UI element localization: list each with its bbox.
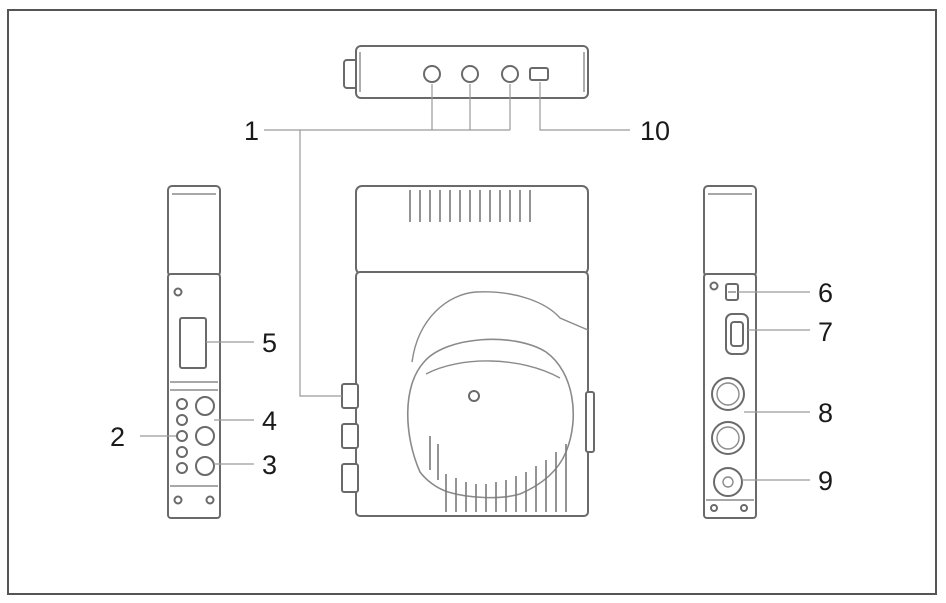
top-view: [343, 45, 589, 99]
diagram-frame: [7, 9, 937, 595]
antenna-port-icon: [461, 65, 479, 83]
mount-screw-icon: [468, 390, 480, 402]
antenna-port-icon: [501, 65, 519, 83]
callout-5: 5: [262, 328, 277, 358]
callout-9: 9: [818, 466, 833, 496]
button-icon: [195, 426, 215, 446]
right-side-view: [703, 185, 757, 519]
leader-lines: [140, 82, 810, 481]
button-icon: [195, 456, 215, 476]
callout-3: 3: [262, 450, 277, 480]
callout-2: 2: [110, 422, 125, 452]
display-screen-icon: [179, 317, 207, 369]
antenna-port-icon: [423, 65, 441, 83]
usb-port-icon: [529, 67, 549, 81]
front-view: [341, 185, 595, 517]
callout-7: 7: [818, 317, 833, 347]
button-icon: [195, 396, 215, 416]
power-connector-icon: [713, 467, 743, 497]
callout-6: 6: [818, 278, 833, 308]
callout-10: 10: [640, 116, 670, 146]
callout-8: 8: [818, 398, 833, 428]
callout-1: 1: [244, 116, 259, 146]
left-side-view: [167, 185, 221, 519]
callout-4: 4: [262, 406, 277, 436]
